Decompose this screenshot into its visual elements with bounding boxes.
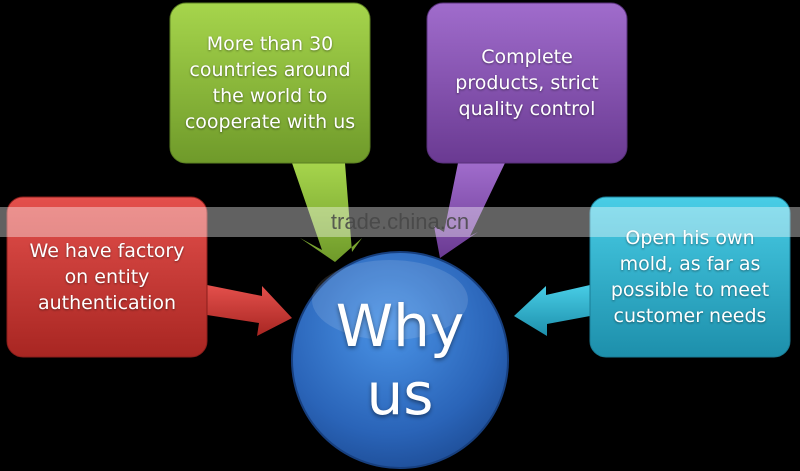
arrow-red <box>207 285 292 336</box>
center-circle <box>291 251 509 469</box>
center-highlight <box>312 260 468 340</box>
green-box: More than 30 countries around the world … <box>170 3 370 163</box>
cyan-box: Open his own mold, as far as possible to… <box>590 197 790 357</box>
red-box-text: We have factory on entity authentication <box>29 240 185 314</box>
watermark-text: trade.china.cn <box>330 209 470 234</box>
box-red-shape <box>6 196 208 358</box>
purple-box: Complete products, strict quality contro… <box>427 3 627 163</box>
center-label: Why us <box>335 292 465 428</box>
arrow-green <box>292 163 362 262</box>
arrow-cyan <box>514 285 590 336</box>
purple-box-text: Complete products, strict quality contro… <box>455 46 599 120</box>
box-green-shape <box>169 2 371 164</box>
arrow-purple <box>434 163 505 258</box>
watermark-band <box>0 207 800 237</box>
cyan-box-text: Open his own mold, as far as possible to… <box>610 227 770 327</box>
box-purple-shape <box>426 2 628 164</box>
box-cyan-shape <box>589 196 791 358</box>
green-box-text: More than 30 countries around the world … <box>184 33 356 133</box>
red-box: We have factory on entity authentication <box>7 197 207 357</box>
